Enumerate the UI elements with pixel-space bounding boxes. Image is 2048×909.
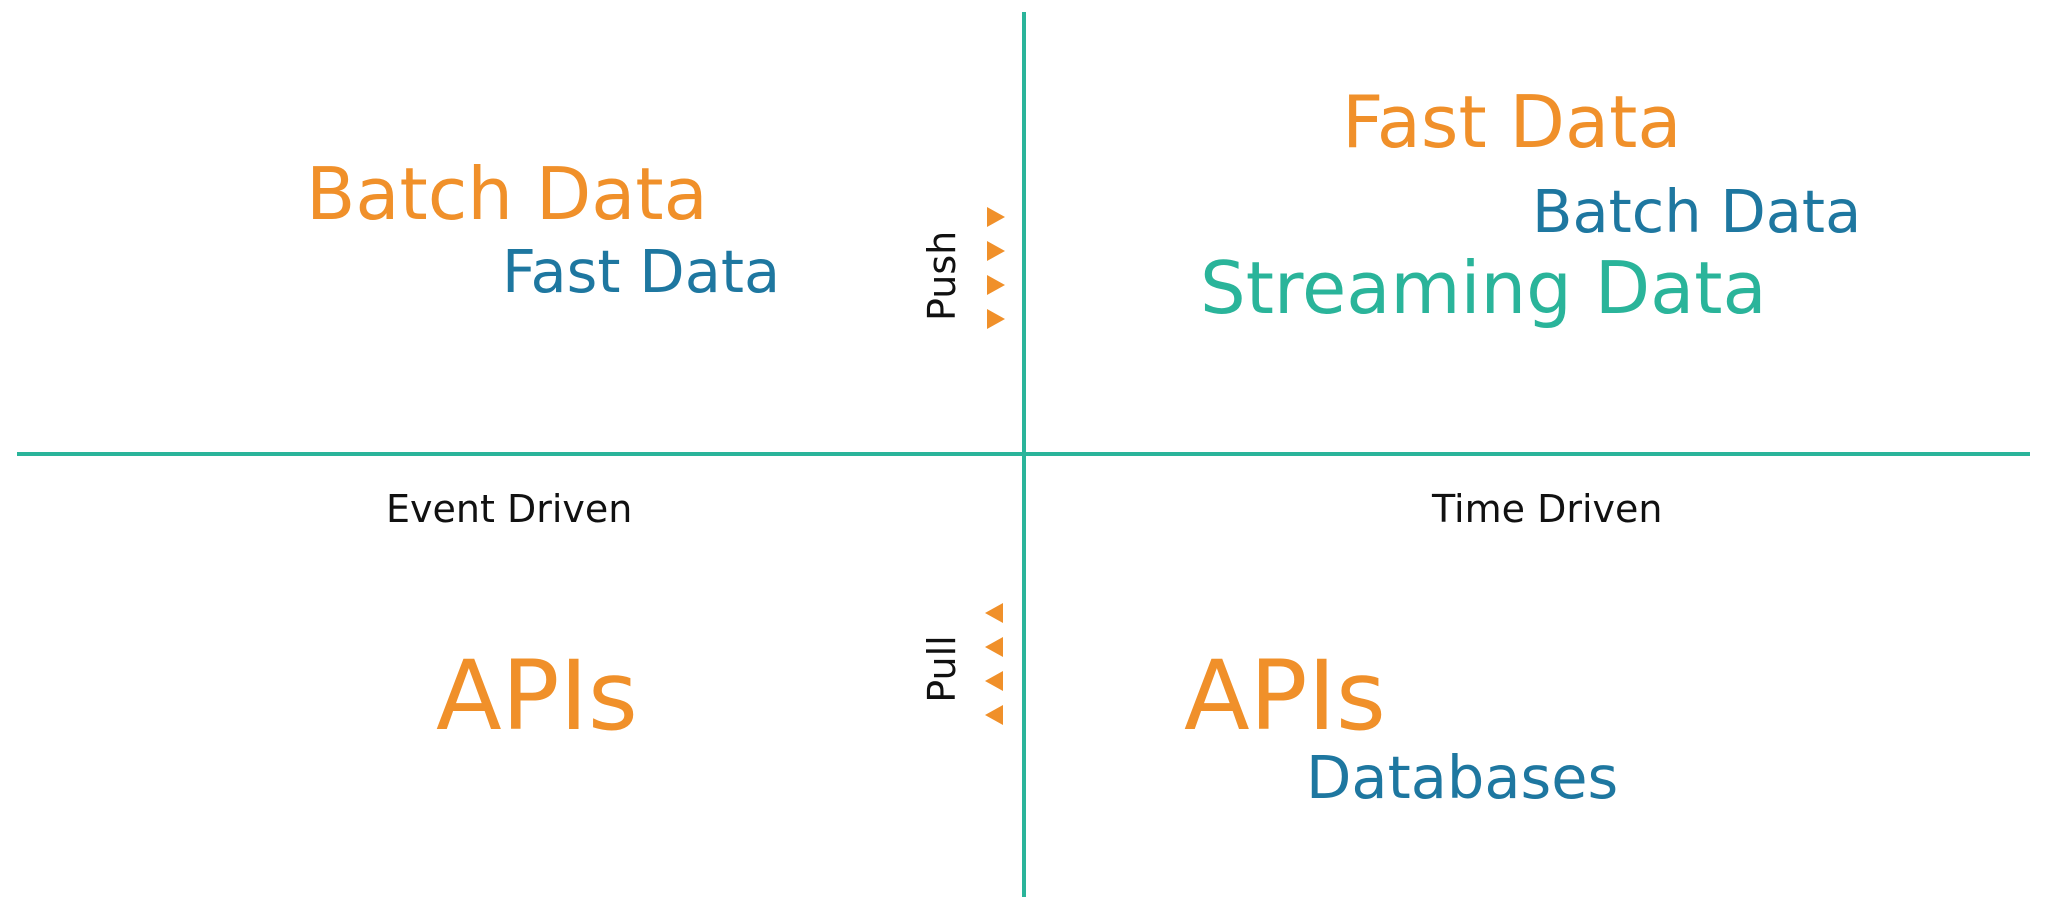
arrow-left-icon xyxy=(985,637,1003,657)
arrow-right-icon xyxy=(987,309,1005,329)
top-left-primary-label: Batch Data xyxy=(306,152,708,236)
push-arrows xyxy=(987,207,1005,329)
left-axis-label: Event Driven xyxy=(386,487,633,531)
top-left-secondary-label: Fast Data xyxy=(502,237,781,306)
arrow-left-icon xyxy=(985,671,1003,691)
bottom-left-primary-label: APIs xyxy=(436,640,638,752)
arrow-right-icon xyxy=(987,207,1005,227)
horizontal-axis xyxy=(17,452,2030,456)
top-right-primary-label: Fast Data xyxy=(1342,80,1682,164)
arrow-right-icon xyxy=(987,241,1005,261)
top-right-secondary-label: Batch Data xyxy=(1532,177,1862,246)
pull-label: Pull xyxy=(920,635,964,703)
top-right-tertiary-label: Streaming Data xyxy=(1200,246,1767,330)
arrow-left-icon xyxy=(985,603,1003,623)
bottom-right-secondary-label: Databases xyxy=(1306,743,1619,812)
arrow-right-icon xyxy=(987,275,1005,295)
right-axis-label: Time Driven xyxy=(1432,487,1663,531)
push-label: Push xyxy=(920,230,964,321)
bottom-right-primary-label: APIs xyxy=(1184,640,1386,752)
pull-arrows xyxy=(985,603,1003,725)
arrow-left-icon xyxy=(985,705,1003,725)
